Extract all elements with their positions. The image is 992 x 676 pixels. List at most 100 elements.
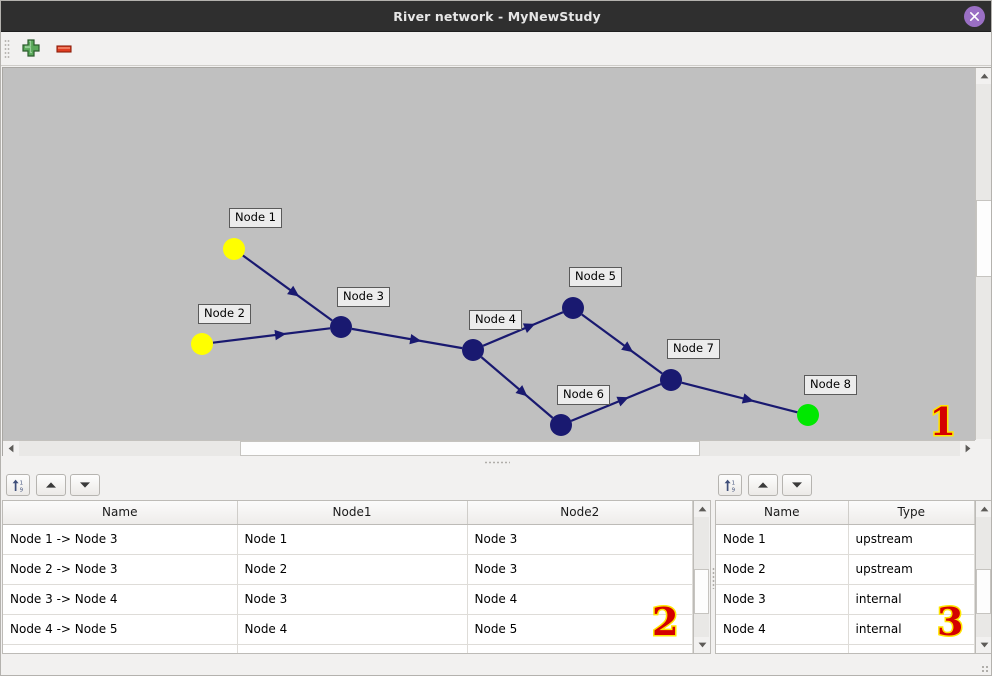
graph-node-label-node-3[interactable]: Node 3 (337, 287, 390, 307)
column-header-name[interactable]: Name (716, 501, 849, 525)
nodes-table-row-empty[interactable] (716, 644, 975, 653)
graph-node-label-node-7[interactable]: Node 7 (667, 339, 720, 359)
reaches-scroll-thumb[interactable] (694, 569, 709, 614)
graph-edge-n2-n3[interactable] (212, 327, 331, 344)
pane-vertical-splitter[interactable] (711, 500, 715, 656)
table-cell[interactable] (237, 644, 468, 653)
graph-node-label-node-5[interactable]: Node 5 (569, 267, 622, 287)
column-header-node2[interactable]: Node2 (467, 501, 693, 525)
graph-node-node-8[interactable] (797, 404, 819, 426)
nodes-scroll-track-lower[interactable] (976, 614, 991, 637)
graph-node-label-node-4[interactable]: Node 4 (469, 310, 522, 330)
graph-scroll-up-button[interactable] (976, 68, 991, 84)
graph-hscroll-track-right[interactable] (700, 441, 960, 456)
graph-node-label-node-6[interactable]: Node 6 (557, 385, 610, 405)
table-cell[interactable]: Node 1 (716, 524, 849, 555)
table-cell[interactable]: Node 3 (467, 554, 693, 585)
nodes-scroll-thumb[interactable] (976, 569, 991, 614)
nodes-scroll-track-upper[interactable] (976, 517, 991, 569)
table-cell[interactable] (3, 644, 238, 653)
table-cell[interactable]: Node 4 (467, 584, 693, 615)
nodes-scroll-down-button[interactable] (976, 637, 991, 653)
reaches-table-row-empty[interactable] (3, 644, 693, 653)
nodes-scroll-up-button[interactable] (976, 501, 991, 517)
table-cell[interactable]: Node 3 -> Node 4 (3, 584, 238, 615)
table-cell[interactable]: Node 4 -> Node 5 (3, 614, 238, 645)
table-cell[interactable]: Node 3 (716, 584, 849, 615)
table-cell[interactable]: upstream (848, 554, 975, 585)
table-cell[interactable]: Node 3 (237, 584, 468, 615)
table-cell[interactable]: Node 2 (237, 554, 468, 585)
table-cell[interactable]: Node 4 (237, 614, 468, 645)
graph-scroll-left-button[interactable] (3, 441, 19, 456)
graph-node-node-3[interactable] (330, 316, 352, 338)
table-cell[interactable]: upstream (848, 524, 975, 555)
add-node-button[interactable] (19, 38, 43, 60)
graph-node-node-4[interactable] (462, 339, 484, 361)
table-cell[interactable]: Node 2 -> Node 3 (3, 554, 238, 585)
table-cell[interactable] (467, 644, 693, 653)
reaches-scroll-track-upper[interactable] (694, 517, 709, 569)
delete-node-button[interactable] (52, 38, 76, 60)
reaches-scroll-up-button[interactable] (694, 501, 710, 517)
reaches-sort-button[interactable]: 1 9 (6, 474, 30, 496)
graph-hscroll-thumb[interactable] (240, 441, 700, 456)
table-cell[interactable] (716, 644, 849, 653)
reaches-move-down-button[interactable] (70, 474, 100, 496)
window-resize-grip[interactable] (981, 665, 989, 673)
graph-node-label-node-2[interactable]: Node 2 (198, 304, 251, 324)
nodes-move-down-button[interactable] (782, 474, 812, 496)
graph-scroll-right-button[interactable] (960, 441, 976, 456)
table-cell[interactable]: internal (848, 584, 975, 615)
table-cell[interactable]: Node 1 (237, 524, 468, 555)
column-header-name[interactable]: Name (3, 501, 238, 525)
graph-node-node-7[interactable] (660, 369, 682, 391)
graph-edge-n6-n7[interactable] (570, 383, 662, 422)
horizontal-splitter[interactable] (2, 457, 991, 467)
graph-edge-n1-n3[interactable] (242, 254, 333, 322)
close-button[interactable] (964, 6, 985, 27)
nodes-sort-button[interactable]: 1 9 (718, 474, 742, 496)
graph-edge-n7-n8[interactable] (681, 381, 798, 414)
table-cell[interactable] (848, 644, 975, 653)
graph-node-node-6[interactable] (550, 414, 572, 436)
table-cell[interactable]: Node 4 (716, 614, 849, 645)
reaches-scroll-down-button[interactable] (694, 637, 710, 653)
graph-edge-n4-n5[interactable] (482, 311, 564, 347)
graph-node-label-node-8[interactable]: Node 8 (804, 375, 857, 395)
table-cell[interactable]: Node 1 -> Node 3 (3, 524, 238, 555)
graph-edge-n3-n4[interactable] (351, 327, 463, 350)
reaches-move-up-button[interactable] (36, 474, 66, 496)
graph-hscroll-track-left[interactable] (19, 441, 240, 456)
nodes-table-scrollbar[interactable] (976, 500, 991, 654)
graph-node-node-1[interactable] (223, 238, 245, 260)
column-header-type[interactable]: Type (848, 501, 975, 525)
reaches-table-scrollbar[interactable] (694, 500, 711, 654)
table-cell[interactable]: internal (848, 614, 975, 645)
graph-vscroll-track-upper[interactable] (976, 84, 991, 200)
reaches-scroll-track-lower[interactable] (694, 614, 709, 637)
graph-horizontal-scrollbar[interactable] (3, 440, 976, 456)
nodes-move-up-button[interactable] (748, 474, 778, 496)
graph-vscroll-thumb[interactable] (976, 200, 991, 277)
graph-edge-n5-n7[interactable] (581, 313, 663, 375)
column-header-node1[interactable]: Node1 (237, 501, 468, 525)
table-cell[interactable]: Node 3 (467, 524, 693, 555)
table-cell[interactable]: Node 5 (467, 614, 693, 645)
graph-node-node-2[interactable] (191, 333, 213, 355)
graph-edge-n4-n6[interactable] (480, 356, 554, 419)
table-cell[interactable]: Node 2 (716, 554, 849, 585)
graph-node-node-5[interactable] (562, 297, 584, 319)
graph-vscroll-track-lower[interactable] (976, 277, 991, 439)
graph-node-label-node-1[interactable]: Node 1 (229, 208, 282, 228)
